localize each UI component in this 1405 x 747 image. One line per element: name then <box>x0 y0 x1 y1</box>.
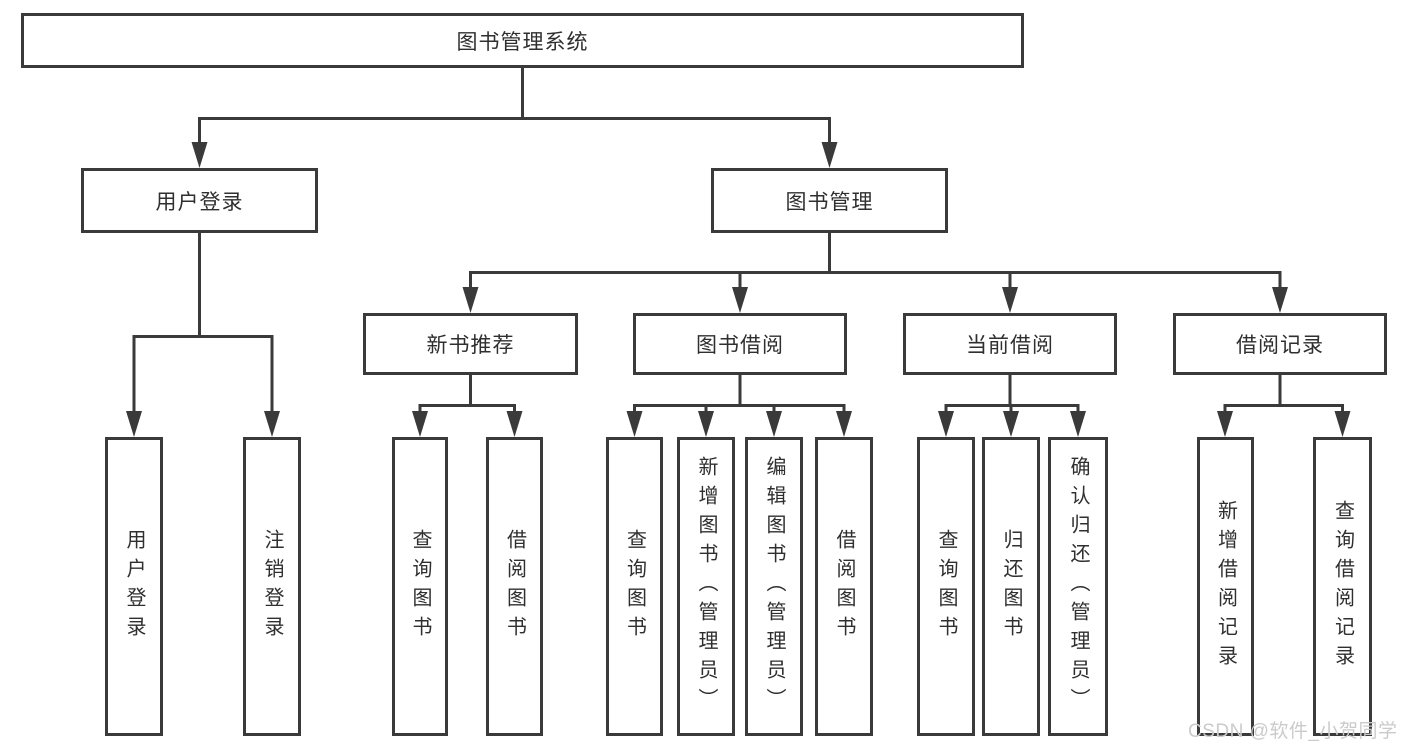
node-label: 归还图书 <box>1000 528 1022 645</box>
node-label: 查询图书 <box>623 528 646 645</box>
node-label: 当前借阅 <box>966 334 1054 357</box>
node-label: 借阅图书 <box>503 528 526 645</box>
leaf-user-login: 用户登录 <box>105 437 163 736</box>
node-label: 查询图书 <box>409 528 431 645</box>
leaf-records-query-record: 查询借阅记录 <box>1313 437 1372 736</box>
leaf-borrowing-borrow-books: 借阅图书 <box>815 437 873 736</box>
leaf-borrowing-edit-books-admin: 编辑图书（管理员） <box>745 437 803 736</box>
node-borrow-records: 借阅记录 <box>1173 313 1387 375</box>
node-label: 图书管理 <box>785 190 874 214</box>
leaf-records-add-record: 新增借阅记录 <box>1197 437 1254 736</box>
node-book-borrowing: 图书借阅 <box>633 313 847 375</box>
leaf-borrowing-query-books: 查询图书 <box>606 437 663 736</box>
node-label: 注销登录 <box>261 528 283 645</box>
node-label: 图书借阅 <box>696 334 784 357</box>
node-label: 查询图书 <box>935 528 957 645</box>
node-label: 编辑图书（管理员） <box>763 456 785 717</box>
leaf-recommend-borrow-books: 借阅图书 <box>486 437 543 736</box>
node-label: 借阅记录 <box>1236 334 1324 357</box>
leaf-recommend-query-books: 查询图书 <box>392 437 448 736</box>
leaf-current-query-books: 查询图书 <box>917 437 975 736</box>
node-label: 确认归还（管理员） <box>1067 456 1089 717</box>
node-book-management: 图书管理 <box>711 168 948 233</box>
node-label: 新增借阅记录 <box>1214 499 1237 674</box>
leaf-current-confirm-return-admin: 确认归还（管理员） <box>1048 437 1108 736</box>
leaf-current-return-books: 归还图书 <box>982 437 1040 736</box>
node-label: 查询借阅记录 <box>1331 499 1354 674</box>
node-new-book-recommend: 新书推荐 <box>363 313 578 375</box>
node-label: 用户登录 <box>123 528 145 645</box>
node-label: 用户登录 <box>155 190 244 214</box>
node-current-borrowing: 当前借阅 <box>903 313 1117 375</box>
node-user-login: 用户登录 <box>81 168 318 233</box>
node-label: 新增图书（管理员） <box>695 456 717 717</box>
leaf-borrowing-add-books-admin: 新增图书（管理员） <box>677 437 735 736</box>
node-label: 新书推荐 <box>426 334 515 357</box>
node-label: 图书管理系统 <box>456 30 589 54</box>
watermark: CSDN @软件_小贺同学 <box>1188 721 1398 742</box>
node-library-management-system: 图书管理系统 <box>21 13 1024 68</box>
leaf-logout-login: 注销登录 <box>243 437 301 736</box>
node-label: 借阅图书 <box>833 528 855 645</box>
